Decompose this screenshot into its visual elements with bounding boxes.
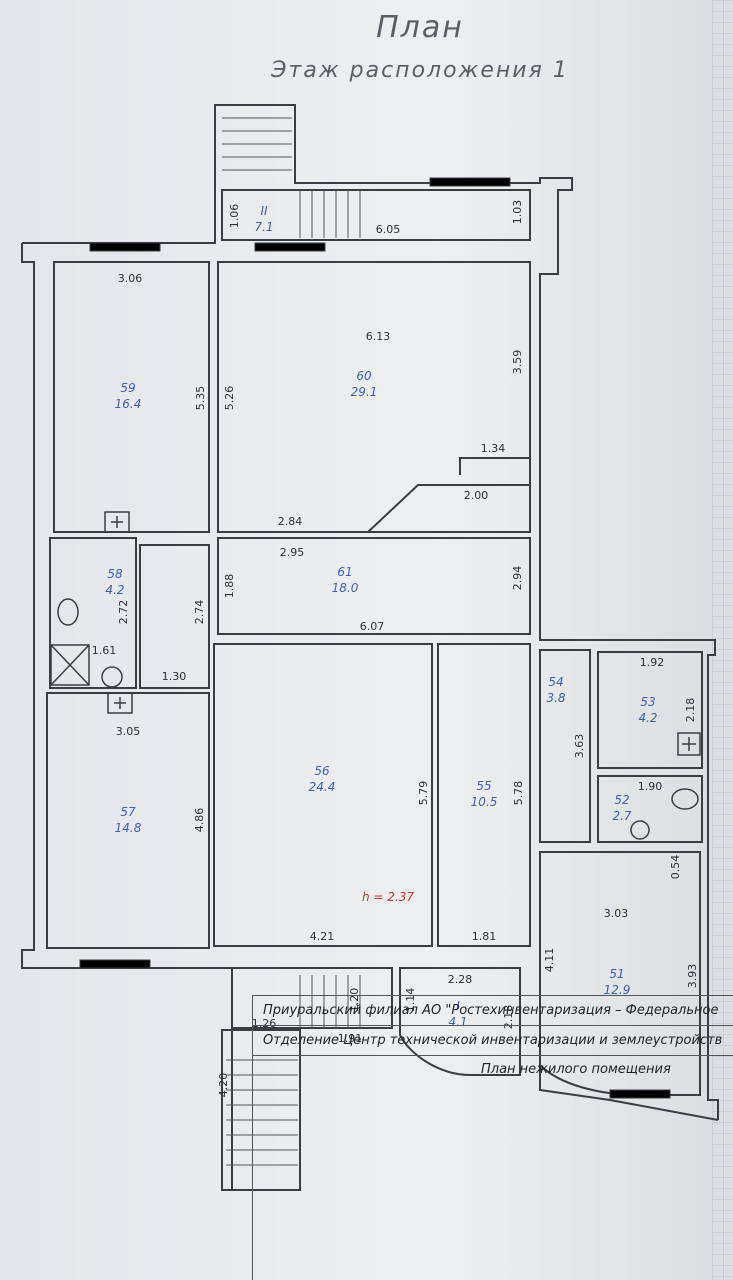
vertical-dimension-labels: 5.35 5.26 3.59 2.94 1.88 2.72 2.74 4.86 … xyxy=(117,200,699,1098)
dimension-label: 2.84 xyxy=(278,515,303,528)
dimension-label: 3.03 xyxy=(604,907,629,920)
dimension-label: 1.26 xyxy=(252,1017,277,1030)
dimension-label: 2.28 xyxy=(448,973,473,986)
dimension-label: 1.91 xyxy=(338,1032,363,1045)
room-number: 59 xyxy=(120,381,135,395)
room-number: 61 xyxy=(337,565,352,579)
dimension-label: 6.13 xyxy=(366,330,391,343)
dimension-label: 3.63 xyxy=(573,734,586,759)
dimension-label: 1.88 xyxy=(223,574,236,599)
room-area: 3.8 xyxy=(546,691,565,705)
room-area: 29.1 xyxy=(351,385,378,399)
windows xyxy=(79,177,671,1099)
dimension-label: 5.35 xyxy=(194,386,207,411)
room-number: 55 xyxy=(476,779,491,793)
graph-paper-grid xyxy=(712,0,733,1280)
dimension-label: 1.30 xyxy=(162,670,187,683)
room-area: 14.8 xyxy=(115,821,142,835)
room-number: 54 xyxy=(548,675,563,689)
dimension-label: 5.78 xyxy=(512,781,525,806)
room-number: 58 xyxy=(107,567,123,581)
title-block-document-type: План нежилого помещения xyxy=(481,1062,671,1077)
fixtures xyxy=(50,511,701,840)
title-block-org-line-1: Приуральский филиал АО "Ростехинвентариз… xyxy=(263,1003,719,1018)
dimension-label: 5.79 xyxy=(417,781,430,806)
room-number: 53 xyxy=(640,695,655,709)
dimension-label: 5.26 xyxy=(223,386,236,411)
dimension-label: 3.93 xyxy=(686,964,699,989)
dimension-label: 2.74 xyxy=(193,600,206,625)
room-area: 7.1 xyxy=(254,220,273,234)
dimension-label: 4.11 xyxy=(543,948,556,973)
dimension-label: 4.20 xyxy=(217,1073,230,1098)
stair-treads-top xyxy=(222,117,361,238)
dimension-label: 4.86 xyxy=(193,808,206,833)
title-block-rule xyxy=(253,1055,733,1056)
dimension-label: 2.18 xyxy=(502,1005,515,1030)
dimension-label: 3.06 xyxy=(118,272,143,285)
dimension-label: 1.81 xyxy=(472,930,497,943)
room-number: 52 xyxy=(614,793,629,807)
dimension-label: 1.20 xyxy=(348,988,361,1013)
ceiling-height-note: h = 2.37 xyxy=(362,890,414,904)
dimension-label: 2.18 xyxy=(684,698,697,723)
dimension-label: 1.06 xyxy=(228,204,241,229)
room-area: 24.4 xyxy=(309,780,336,794)
room-number: II xyxy=(260,204,268,218)
dimension-label: 1.92 xyxy=(640,656,665,669)
dimension-label: 1.03 xyxy=(511,200,524,225)
dimension-label: 6.05 xyxy=(376,223,401,236)
title-block-rule xyxy=(253,995,733,996)
dimension-label: 2.94 xyxy=(511,566,524,591)
dimension-label: 2.00 xyxy=(464,489,489,502)
dimension-label: 1.14 xyxy=(404,988,417,1013)
room-area: 2.7 xyxy=(612,809,631,823)
room-labels: 59 16.4 60 29.1 58 4.2 61 18.0 57 14.8 5… xyxy=(105,204,657,1029)
room-area: 12.9 xyxy=(604,983,631,997)
dimension-label: 6.07 xyxy=(360,620,385,633)
room-number: 56 xyxy=(314,764,330,778)
room-number: I xyxy=(456,999,460,1013)
room-area: 10.5 xyxy=(471,795,498,809)
room-number: 51 xyxy=(609,967,624,981)
title-block: Приуральский филиал АО "Ростехинвентариз… xyxy=(252,995,733,1280)
dimension-label: 2.72 xyxy=(117,600,130,625)
room-area: 18.0 xyxy=(332,581,359,595)
dimension-labels: 3.06 6.13 1.34 2.84 2.00 2.95 6.07 1.61 … xyxy=(92,223,665,1045)
room-area: 4.2 xyxy=(105,583,124,597)
room-area: 16.4 xyxy=(115,397,142,411)
title-block-rule xyxy=(253,1025,733,1026)
dimension-label: 1.61 xyxy=(92,644,117,657)
dimension-label: 1.90 xyxy=(638,780,663,793)
dimension-label: 3.59 xyxy=(511,350,524,375)
dimension-label: 3.05 xyxy=(116,725,141,738)
dimension-label: 0.54 xyxy=(669,855,682,880)
plan-title: План xyxy=(376,10,464,45)
dimension-label: 1.34 xyxy=(481,442,506,455)
room-number: 57 xyxy=(120,805,136,819)
plan-subtitle: Этаж расположения 1 xyxy=(271,58,569,83)
room-area: 4.2 xyxy=(638,711,657,725)
room-number: 60 xyxy=(356,369,372,383)
dimension-label: 4.21 xyxy=(310,930,335,943)
stair-treads-bottom xyxy=(226,975,361,1166)
title-block-org-line-2: Отделение Центр технической инвентаризац… xyxy=(263,1033,723,1048)
dimension-label: 2.95 xyxy=(280,546,305,559)
